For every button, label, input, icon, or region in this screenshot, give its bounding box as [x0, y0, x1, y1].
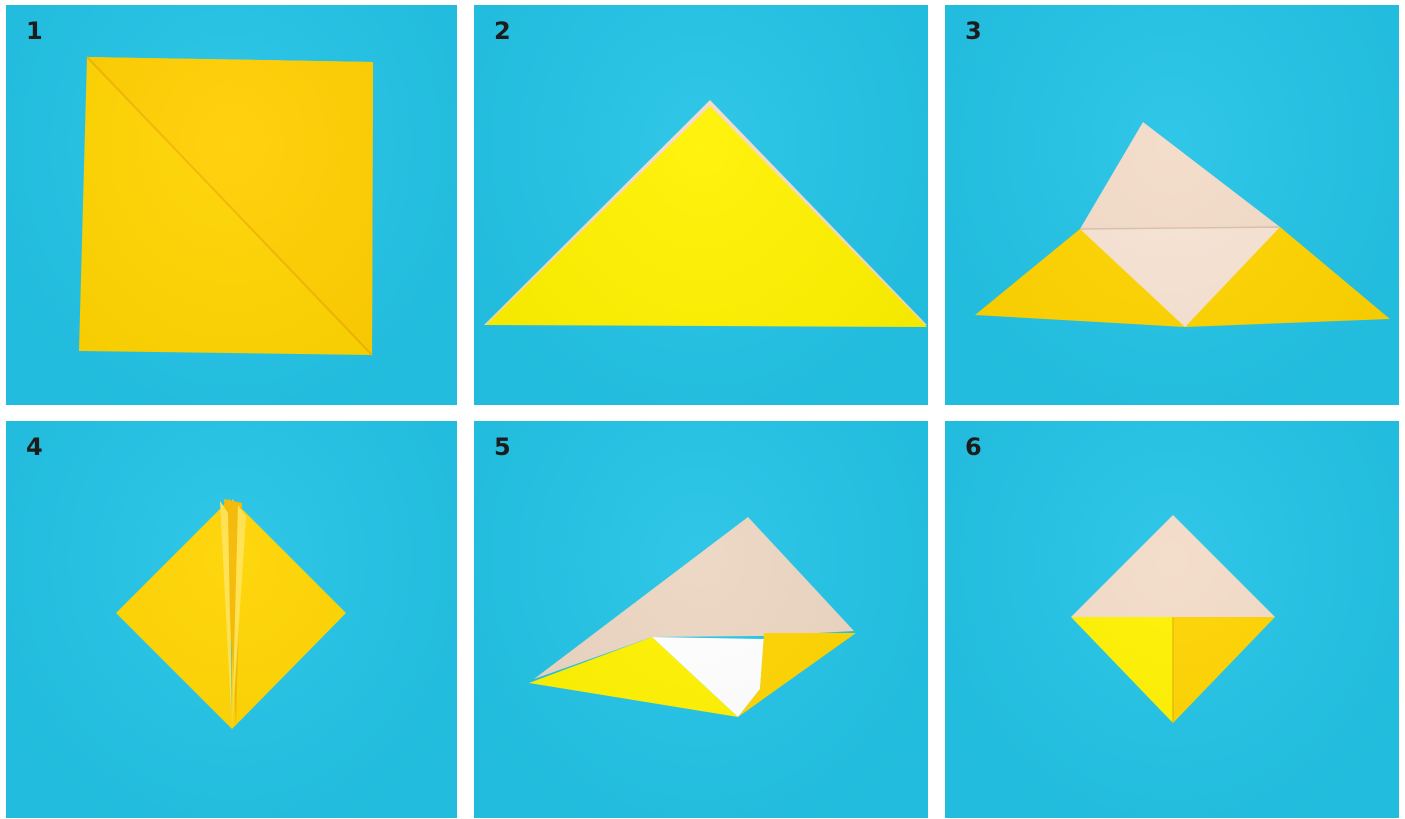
bottom-yellow-right: [1173, 617, 1275, 723]
step-2-illustration: [474, 5, 928, 405]
step-5-number: 5: [494, 435, 511, 459]
step-4-panel: 4: [6, 421, 457, 818]
step-1-panel: 1: [6, 5, 457, 405]
step-4-illustration: [6, 421, 457, 818]
left-flap: [116, 499, 232, 729]
step-6-panel: 6: [945, 421, 1399, 818]
step-2-number: 2: [494, 19, 511, 43]
step-3-illustration: [945, 5, 1399, 405]
step-3-number: 3: [965, 19, 982, 43]
top-back-triangle: [1071, 515, 1275, 617]
step-6-illustration: [945, 421, 1399, 818]
step-1-number: 1: [26, 19, 43, 43]
right-flap: [232, 499, 346, 729]
step-5-panel: 5: [474, 421, 928, 818]
top-corner-fold: [1080, 122, 1280, 229]
step-6-number: 6: [965, 435, 982, 459]
triangle-paper: [486, 106, 927, 327]
step-4-number: 4: [26, 435, 43, 459]
step-5-illustration: [474, 421, 928, 818]
step-2-panel: 2: [474, 5, 928, 405]
step-1-illustration: [6, 5, 457, 405]
step-3-panel: 3: [945, 5, 1399, 405]
bottom-yellow-left: [1071, 617, 1173, 723]
